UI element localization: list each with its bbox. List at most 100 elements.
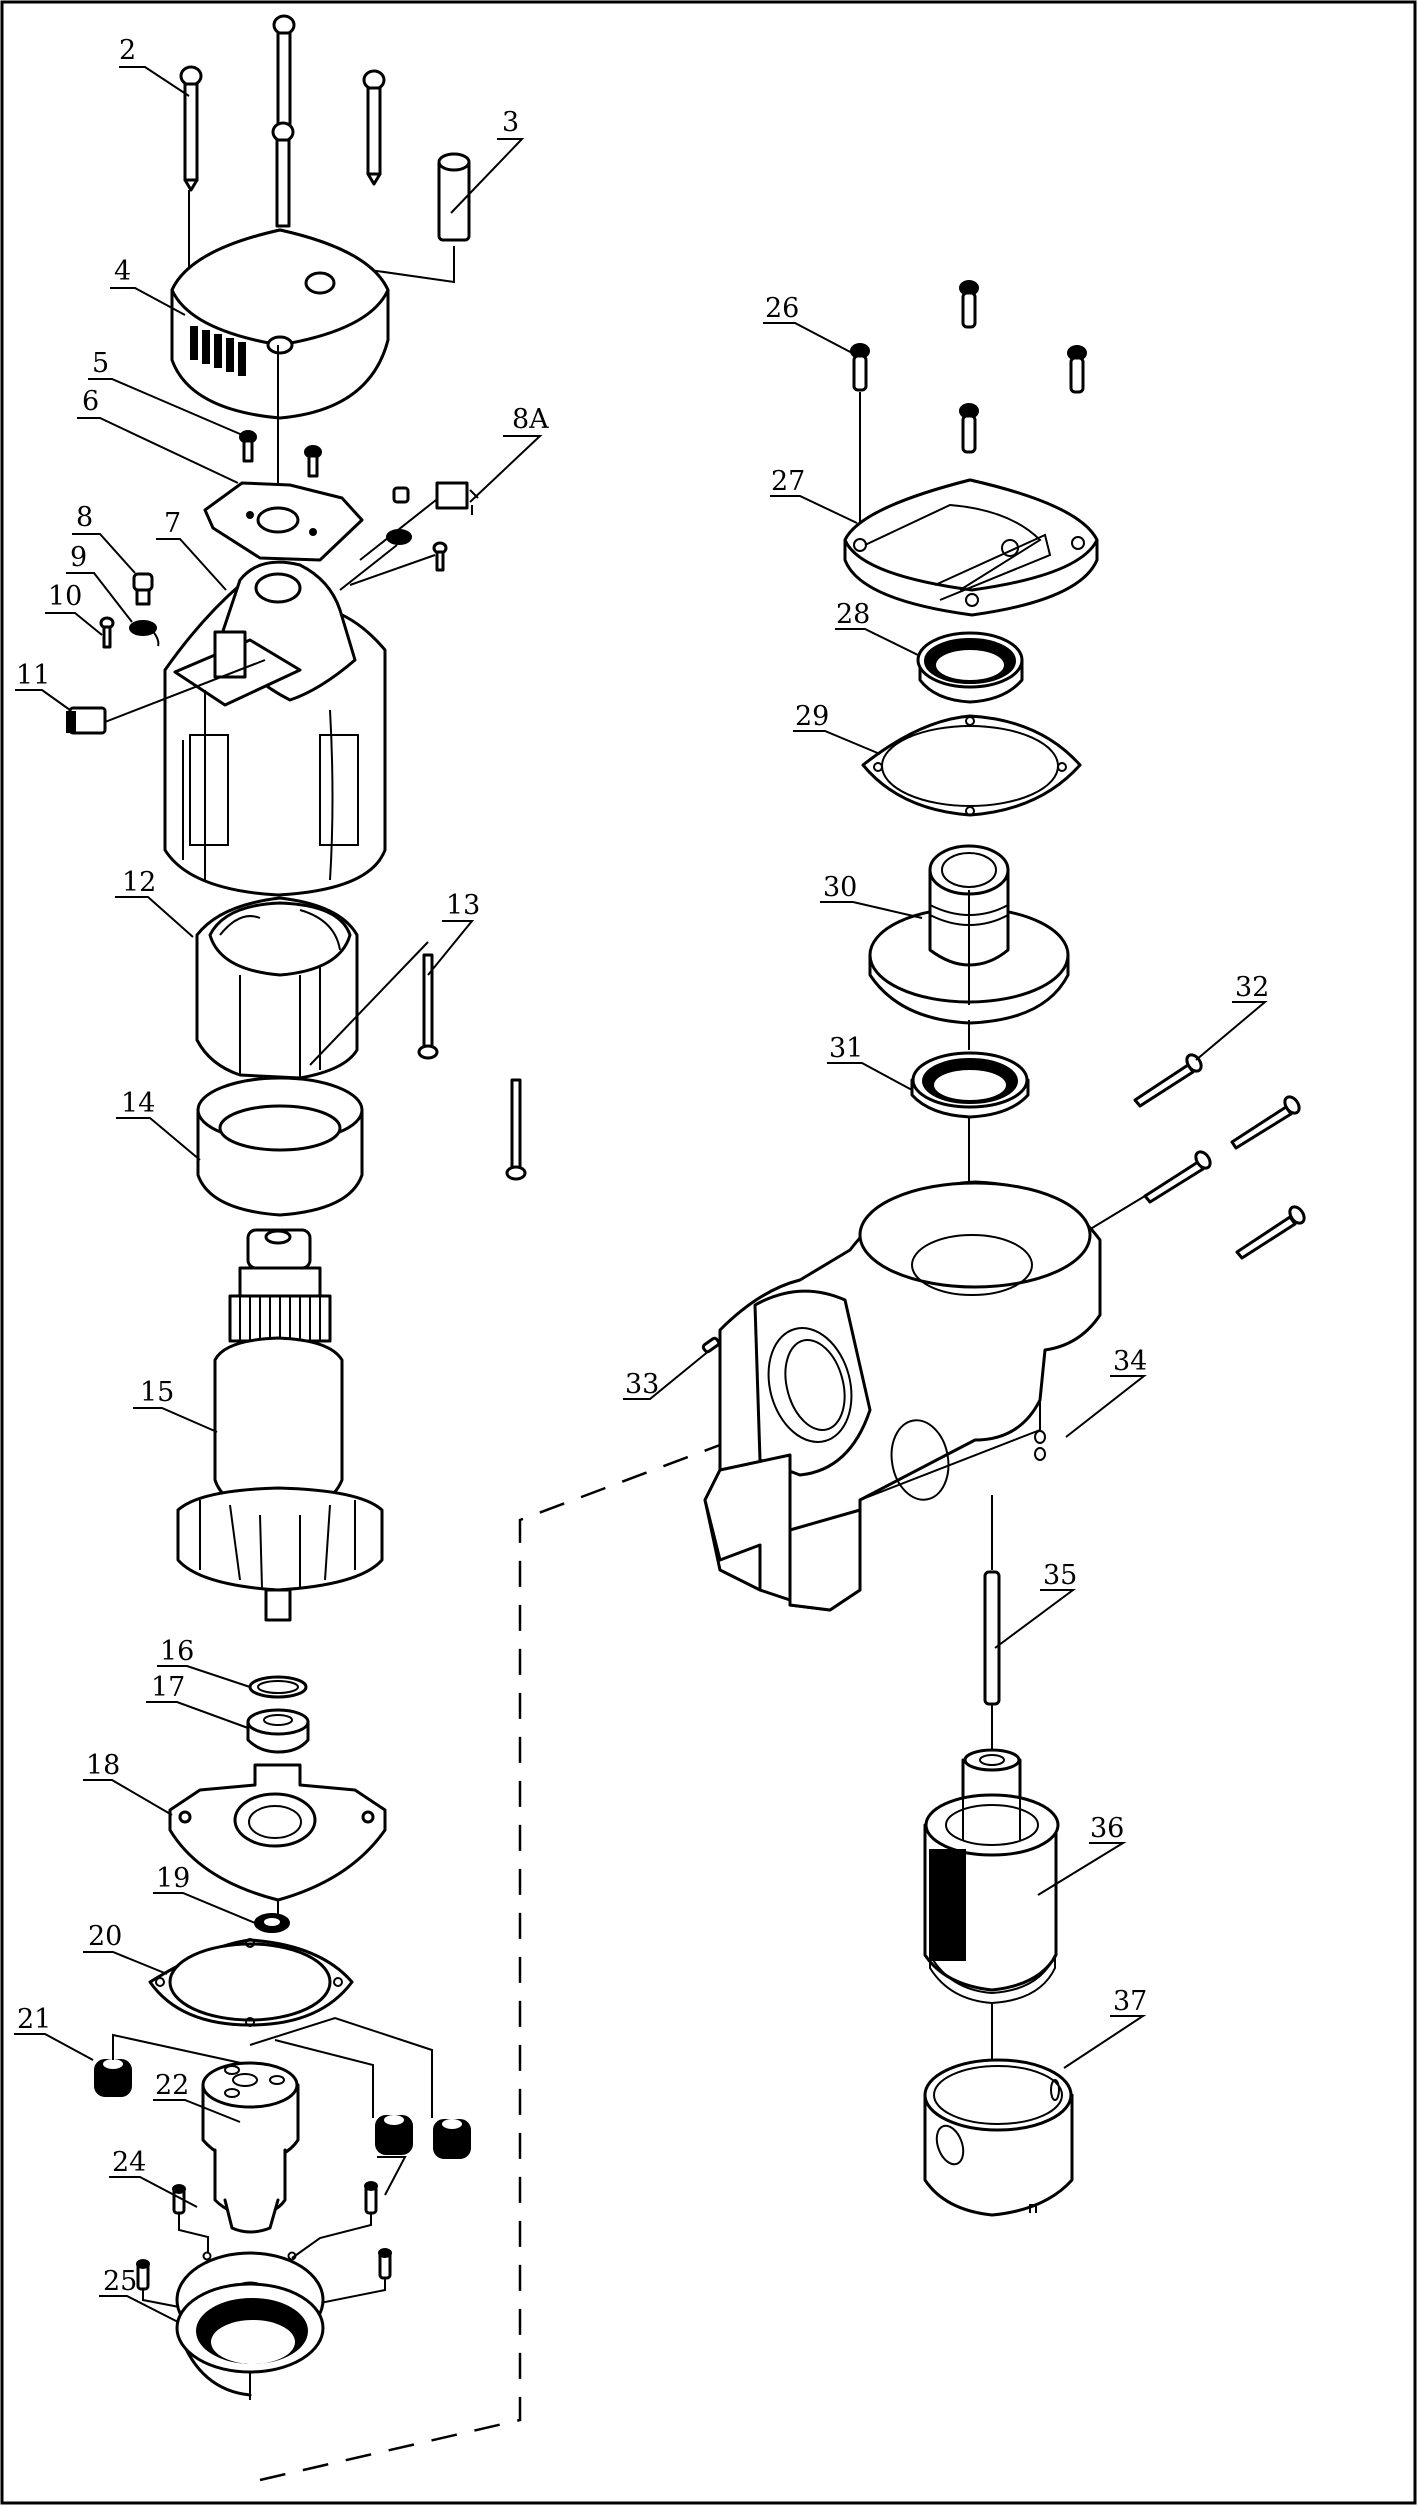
callout-label: 17 — [151, 1672, 185, 1703]
callout-label: 21 — [17, 2004, 51, 2035]
callout-20: 20 — [83, 1921, 168, 1975]
callout-label: 37 — [1113, 1986, 1147, 2017]
part-36-clutch-gear — [923, 1748, 1060, 2120]
callout-label: 8A — [512, 404, 549, 435]
callout-31: 31 — [827, 1033, 913, 1091]
callout-label: 29 — [795, 701, 829, 732]
callout-32: 32 — [1195, 972, 1269, 1061]
callout-label: 22 — [155, 2070, 189, 2101]
callout-label: 12 — [122, 867, 156, 898]
part-11-brush — [66, 659, 266, 735]
callout-10: 10 — [45, 581, 103, 636]
callout-label: 5 — [92, 348, 109, 379]
callout-16: 16 — [157, 1636, 251, 1688]
callout-label: 16 — [160, 1636, 194, 1667]
callout-label: 20 — [88, 1921, 122, 1952]
part-22-planet-carrier — [201, 2061, 300, 2234]
part-31-bearing — [910, 1020, 1030, 1220]
callout-29: 29 — [793, 701, 881, 755]
callout-14: 14 — [116, 1088, 201, 1161]
callout-label: 32 — [1235, 972, 1269, 1003]
part-30-spindle-gear — [868, 844, 1070, 1025]
callout-17: 17 — [146, 1672, 249, 1729]
callout-label: 26 — [765, 293, 799, 324]
callout-26: 26 — [763, 293, 857, 356]
part-23-screws — [136, 2181, 392, 2320]
callout-label: 31 — [829, 1033, 863, 1064]
callout-label: 9 — [70, 542, 87, 573]
callout-label: 3 — [502, 107, 519, 138]
part-9-spring — [129, 620, 160, 647]
callout-15: 15 — [133, 1377, 218, 1433]
part-27-gear-cover — [843, 478, 1099, 617]
callout-label: 30 — [823, 872, 857, 903]
screw — [959, 403, 979, 454]
callout-label: 6 — [82, 386, 99, 417]
part-28-bearing — [916, 631, 1024, 704]
callout-5: 5 — [88, 348, 248, 438]
assembly-path-dashed — [259, 1428, 761, 2482]
callout-label: 4 — [114, 256, 131, 287]
callout-25: 25 — [99, 2266, 179, 2323]
callout-9: 9 — [66, 542, 133, 623]
callout-18: 18 — [83, 1750, 173, 1816]
part-6-brush-plate — [203, 481, 364, 562]
callout-22: 22 — [153, 2070, 241, 2123]
callout-7: 7 — [156, 508, 227, 591]
screw — [362, 69, 386, 186]
planet-gear — [94, 2059, 132, 2097]
callout-label: 25 — [103, 2266, 137, 2297]
part-12-stator — [195, 896, 359, 1140]
part-16-washer — [248, 1675, 308, 1699]
part-13-long-screws — [309, 941, 527, 1181]
callout-28: 28 — [835, 599, 921, 657]
part-25-ring-gear — [175, 2282, 325, 2397]
screw — [271, 121, 295, 228]
part-8A-switch-terminal — [339, 481, 479, 591]
callout-label: 2 — [119, 35, 136, 66]
part-7-brush-holder — [163, 560, 387, 897]
callout-label: 8 — [76, 502, 93, 533]
screw — [1067, 345, 1087, 394]
callout-label: 15 — [140, 1377, 174, 1408]
callout-label: 36 — [1090, 1813, 1124, 1844]
callout-label: 23 — [378, 2128, 412, 2159]
part-18-bearing-plate — [168, 1763, 387, 1920]
callout-label: 24 — [112, 2147, 146, 2178]
planet-gear — [375, 2115, 413, 2155]
callout-11: 11 — [15, 660, 71, 711]
part-10-screw — [99, 616, 115, 649]
callout-23: 23 — [377, 2128, 412, 2196]
screw — [179, 65, 203, 192]
callout-label: 11 — [16, 660, 50, 691]
callout-27: 27 — [770, 466, 858, 524]
callout-label: 13 — [446, 890, 480, 921]
part-8-brush-cap — [132, 572, 154, 606]
callout-label: 7 — [164, 508, 181, 539]
part-33-set-screw — [701, 1336, 721, 1354]
callout-19: 19 — [153, 1863, 256, 1924]
part-4-end-cap — [170, 228, 390, 560]
part-34-gear-housing — [703, 1180, 1102, 1612]
part-20-gasket — [148, 1938, 354, 2027]
callout-label: 18 — [86, 1750, 120, 1781]
callout-2: 2 — [119, 35, 190, 97]
callout-8A: 8A — [469, 404, 549, 503]
callout-6: 6 — [77, 386, 239, 484]
planet-gear — [433, 2119, 471, 2159]
part-35-pin — [983, 1495, 1001, 1750]
callout-34: 34 — [1065, 1346, 1147, 1438]
part-19-seal-washer — [254, 1913, 290, 1933]
part-37-sleeve — [923, 2058, 1074, 2217]
screw — [1143, 1150, 1212, 1204]
part-32-screws — [939, 1053, 1306, 1321]
callout-label: 35 — [1043, 1560, 1077, 1591]
callout-24: 24 — [109, 2147, 198, 2208]
callout-label: 14 — [121, 1088, 155, 1119]
part-17-bearing — [246, 1708, 310, 1754]
screw — [1133, 1053, 1203, 1108]
callout-4: 4 — [110, 256, 186, 316]
part-29-gasket — [861, 714, 1082, 817]
